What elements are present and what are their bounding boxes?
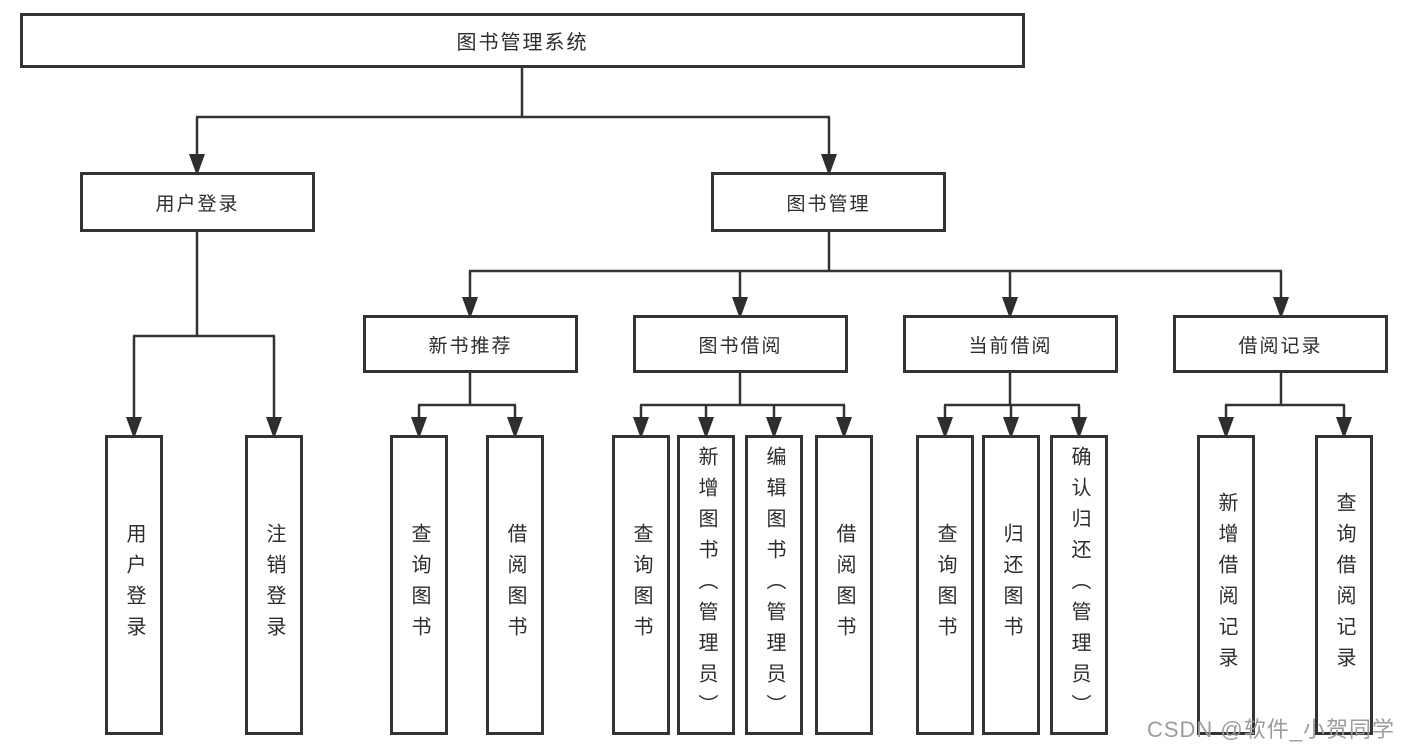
connector-current-borrow: [943, 373, 1081, 419]
node-borrow-records: 借阅记录: [1173, 315, 1388, 373]
leaf-current-return-label: 归还图书: [1000, 523, 1022, 647]
node-borrow-records-label: 借阅记录: [1238, 335, 1323, 357]
leaf-borrow-query: 查询图书: [612, 435, 670, 735]
leaf-newbooks-borrow: 借阅图书: [486, 435, 544, 735]
leaf-user-login-label: 用户登录: [123, 523, 145, 647]
node-root-label: 图书管理系统: [456, 32, 589, 54]
leaf-current-query: 查询图书: [916, 435, 974, 735]
leaf-current-confirm-admin-label: 确认归还（管理员）: [1068, 445, 1090, 725]
leaf-current-confirm-admin: 确认归还（管理员）: [1050, 435, 1108, 735]
leaf-borrow-book: 借阅图书: [815, 435, 873, 735]
node-current-borrow: 当前借阅: [903, 315, 1118, 373]
node-book-mgmt-label: 图书管理: [786, 193, 871, 215]
node-new-books-label: 新书推荐: [428, 335, 513, 357]
arrowheads: [126, 154, 1352, 439]
node-book-mgmt: 图书管理: [711, 172, 946, 232]
leaf-records-add-label: 新增借阅记录: [1215, 492, 1237, 678]
node-current-borrow-label: 当前借阅: [968, 335, 1053, 357]
connector-root: [195, 68, 831, 156]
leaf-borrow-edit-admin: 编辑图书（管理员）: [745, 435, 803, 735]
leaf-current-return: 归还图书: [982, 435, 1040, 735]
node-root: 图书管理系统: [20, 13, 1025, 68]
leaf-borrow-book-label: 借阅图书: [833, 523, 855, 647]
leaf-records-add: 新增借阅记录: [1197, 435, 1255, 735]
leaf-current-query-label: 查询图书: [934, 523, 956, 647]
leaf-newbooks-borrow-label: 借阅图书: [504, 523, 526, 647]
leaf-borrow-add-admin-label: 新增图书（管理员）: [695, 445, 717, 725]
connector-book-mgmt: [468, 232, 1283, 299]
connector-book-borrow: [639, 373, 846, 419]
leaf-records-query-label: 查询借阅记录: [1333, 492, 1355, 678]
connector-user-login: [132, 232, 276, 419]
node-new-books: 新书推荐: [363, 315, 578, 373]
leaf-newbooks-query-label: 查询图书: [408, 523, 430, 647]
leaf-borrow-add-admin: 新增图书（管理员）: [677, 435, 735, 735]
leaf-borrow-edit-admin-label: 编辑图书（管理员）: [763, 445, 785, 725]
node-book-borrow: 图书借阅: [633, 315, 848, 373]
node-book-borrow-label: 图书借阅: [698, 335, 783, 357]
node-user-login-label: 用户登录: [155, 193, 240, 215]
leaf-logout-label: 注销登录: [263, 523, 285, 647]
node-user-login: 用户登录: [80, 172, 315, 232]
connector-new-books: [417, 373, 517, 419]
leaf-borrow-query-label: 查询图书: [630, 523, 652, 647]
watermark: CSDN @软件_小贺同学: [1146, 717, 1395, 742]
leaf-records-query: 查询借阅记录: [1315, 435, 1373, 735]
connector-borrow-records: [1224, 373, 1346, 419]
leaf-user-login: 用户登录: [105, 435, 163, 735]
leaf-newbooks-query: 查询图书: [390, 435, 448, 735]
leaf-logout: 注销登录: [245, 435, 303, 735]
